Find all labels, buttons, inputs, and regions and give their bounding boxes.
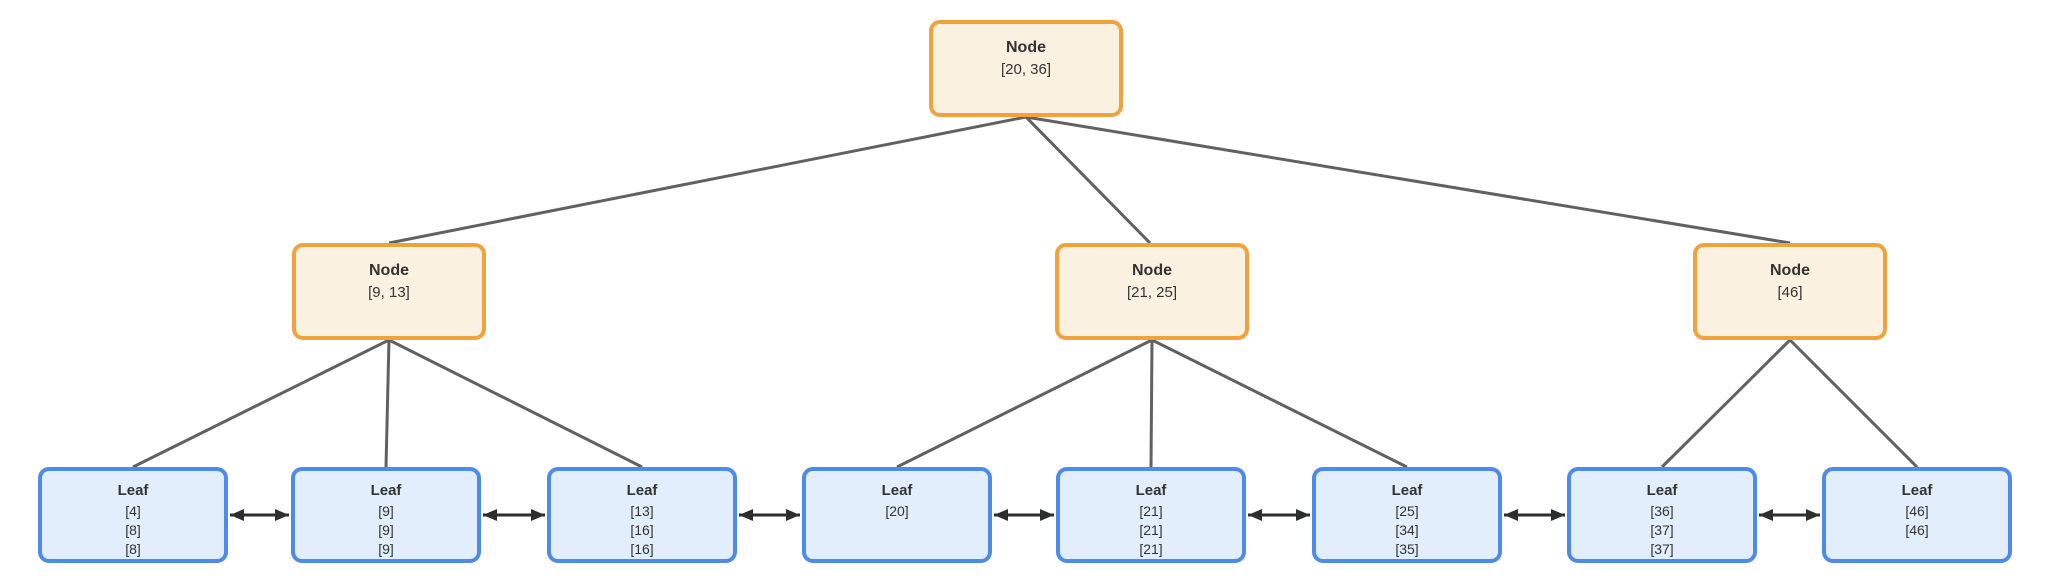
leaf-node-6: Leaf [36] [37] [37] — [1567, 467, 1757, 563]
leaf-node-title: Leaf — [1135, 482, 1167, 499]
internal-node-keys: [46] — [1777, 284, 1803, 301]
leaf-value: [8] — [125, 541, 141, 557]
leaf-node-values: [20] — [806, 502, 988, 521]
edge-internal1-leaf3 — [896, 338, 1153, 469]
leaf-value: [9] — [378, 503, 394, 519]
leaf-value: [16] — [630, 522, 654, 538]
leaf-node-values: [25] [34] [35] — [1316, 502, 1498, 559]
leaf-node-values: [4] [8] [8] — [42, 502, 224, 559]
leaf-value: [37] — [1650, 541, 1674, 557]
leaf-value: [9] — [378, 541, 394, 557]
leaf-value: [21] — [1139, 541, 1163, 557]
leaf-node-title: Leaf — [370, 482, 402, 499]
leaf-node-2: Leaf [13] [16] [16] — [547, 467, 737, 563]
edge-internal1-leaf5 — [1151, 338, 1408, 469]
leaf-value: [37] — [1650, 522, 1674, 538]
internal-node-keys: [9, 13] — [368, 284, 410, 301]
edge-internal1-leaf4 — [1149, 339, 1154, 468]
leaf-value: [13] — [630, 503, 654, 519]
root-node-title: Node — [1006, 39, 1046, 56]
leaf-value: [21] — [1139, 503, 1163, 519]
leaf-node-title: Leaf — [1646, 482, 1678, 499]
edge-internal2-leaf7 — [1788, 338, 1919, 469]
root-node: Node [20, 36] — [929, 20, 1123, 117]
leaf-node-title: Leaf — [881, 482, 913, 499]
leaf-node-title: Leaf — [626, 482, 658, 499]
leaf-node-title: Leaf — [1391, 482, 1423, 499]
internal-node-1: Node [21, 25] — [1055, 243, 1249, 340]
leaf-node-7: Leaf [46] [46] — [1822, 467, 2012, 563]
internal-node-title: Node — [1770, 262, 1810, 279]
leaf-value: [46] — [1905, 503, 1929, 519]
internal-node-0: Node [9, 13] — [292, 243, 486, 340]
edge-root-internal-1 — [1024, 115, 1152, 245]
leaf-node-values: [46] [46] — [1826, 502, 2008, 540]
leaf-value: [46] — [1905, 522, 1929, 538]
internal-node-title: Node — [1132, 262, 1172, 279]
leaf-value: [9] — [378, 522, 394, 538]
internal-node-2: Node [46] — [1693, 243, 1887, 340]
leaf-node-values: [21] [21] [21] — [1060, 502, 1242, 559]
leaf-value: [21] — [1139, 522, 1163, 538]
leaf-node-0: Leaf [4] [8] [8] — [38, 467, 228, 563]
internal-node-keys: [21, 25] — [1126, 284, 1178, 301]
leaf-node-values: [13] [16] [16] — [551, 502, 733, 559]
edge-internal0-leaf1 — [384, 339, 391, 468]
leaf-node-4: Leaf [21] [21] [21] — [1056, 467, 1246, 563]
edge-root-internal-2 — [1025, 115, 1791, 245]
leaf-node-3: Leaf [20] — [802, 467, 992, 563]
leaf-value: [20] — [885, 503, 909, 519]
leaf-value: [35] — [1395, 541, 1419, 557]
leaf-value: [4] — [125, 503, 141, 519]
leaf-node-5: Leaf [25] [34] [35] — [1312, 467, 1502, 563]
leaf-node-1: Leaf [9] [9] [9] — [291, 467, 481, 563]
edge-internal0-leaf2 — [388, 338, 643, 469]
edge-internal0-leaf0 — [132, 338, 390, 469]
leaf-value: [8] — [125, 522, 141, 538]
leaf-node-values: [36] [37] [37] — [1571, 502, 1753, 559]
leaf-value: [34] — [1395, 522, 1419, 538]
leaf-node-title: Leaf — [117, 482, 149, 499]
leaf-value: [25] — [1395, 503, 1419, 519]
leaf-value: [16] — [630, 541, 654, 557]
root-node-keys: [20, 36] — [1000, 61, 1052, 78]
leaf-value: [36] — [1650, 503, 1674, 519]
leaf-node-title: Leaf — [1901, 482, 1933, 499]
edge-root-internal-0 — [388, 115, 1027, 245]
edge-internal2-leaf6 — [1660, 338, 1792, 469]
internal-node-title: Node — [369, 262, 409, 279]
leaf-node-values: [9] [9] [9] — [295, 502, 477, 559]
